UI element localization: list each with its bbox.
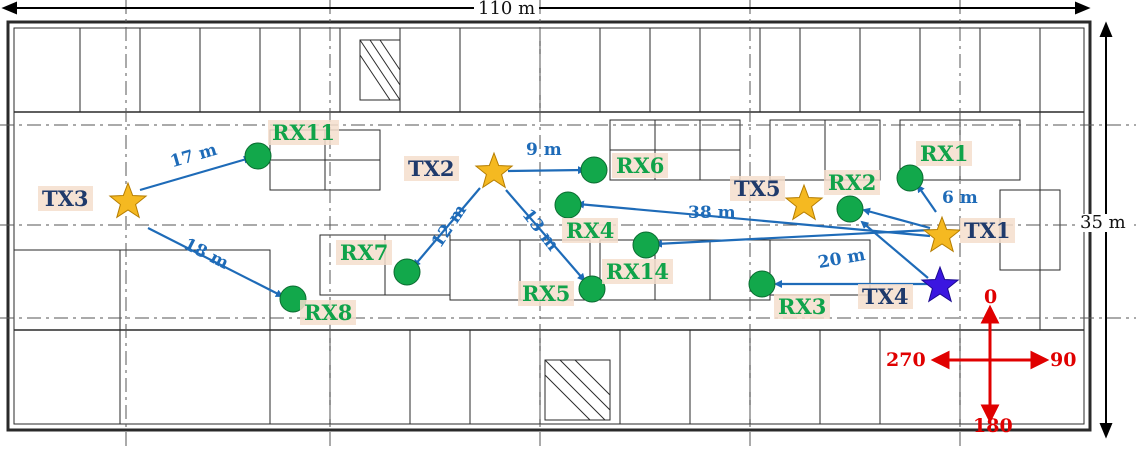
dimension-width-arrow	[1, 1, 1091, 15]
link-tx1-rx1	[916, 184, 937, 213]
tx2-star-icon	[474, 151, 514, 189]
rx11-label: RX11	[268, 120, 339, 145]
tx4-label: TX4	[858, 284, 913, 309]
rx6-marker	[580, 156, 608, 184]
rx11-marker	[244, 142, 272, 170]
rx5-marker	[578, 275, 606, 303]
compass-rose	[930, 304, 1050, 424]
tx3-label: TX3	[38, 186, 93, 211]
tx5-star-icon	[784, 183, 824, 221]
tx5-label: TX5	[730, 176, 785, 201]
rx7-marker	[393, 258, 421, 286]
link-tx1-rx4	[576, 200, 931, 238]
rx7-label: RX7	[336, 240, 393, 265]
rx3-label: RX3	[774, 294, 831, 319]
rx14-marker	[632, 231, 660, 259]
link-tx3-rx8	[147, 227, 284, 297]
compass-south-label: 180	[973, 415, 1013, 437]
transmitter-markers	[108, 151, 962, 303]
distance-tx1-rx4: 38 m	[688, 203, 736, 223]
rx3-marker	[748, 270, 776, 298]
rx1-marker	[896, 164, 924, 192]
tx4-star-icon	[920, 265, 960, 303]
receiver-markers	[244, 142, 924, 313]
rx8-marker	[279, 285, 307, 313]
link-tx4-rx2	[860, 220, 929, 279]
link-tx2-rx7	[412, 187, 481, 268]
tx2-label: TX2	[404, 156, 459, 181]
tx3-star-icon	[108, 181, 148, 219]
link-tx2-rx5	[505, 189, 586, 282]
rx14-label: RX14	[602, 259, 673, 284]
rx5-label: RX5	[518, 281, 575, 306]
link-tx2-rx6	[507, 166, 586, 175]
rx4-marker	[554, 191, 582, 219]
link-tx1-rx14	[654, 228, 931, 248]
width-dimension-label: 110 m	[474, 0, 540, 18]
rx6-label: RX6	[612, 153, 669, 178]
link-tx1-rx2	[862, 207, 931, 230]
tx1-label: TX1	[960, 218, 1015, 243]
compass-west-label: 270	[886, 349, 926, 371]
compass-north-label: 0	[984, 286, 998, 308]
distance-tx1-rx1: 6 m	[942, 188, 978, 208]
rx2-label: RX2	[824, 170, 881, 195]
rx4-label: RX4	[562, 218, 619, 243]
tx1-star-icon	[922, 215, 962, 253]
rx8-label: RX8	[300, 300, 357, 325]
link-tx3-rx11	[139, 155, 252, 192]
rx1-label: RX1	[916, 141, 973, 166]
height-dimension-label: 35 m	[1076, 214, 1130, 232]
rx2-marker	[836, 195, 864, 223]
distance-tx2-rx6: 9 m	[526, 140, 562, 160]
compass-east-label: 90	[1050, 349, 1077, 371]
